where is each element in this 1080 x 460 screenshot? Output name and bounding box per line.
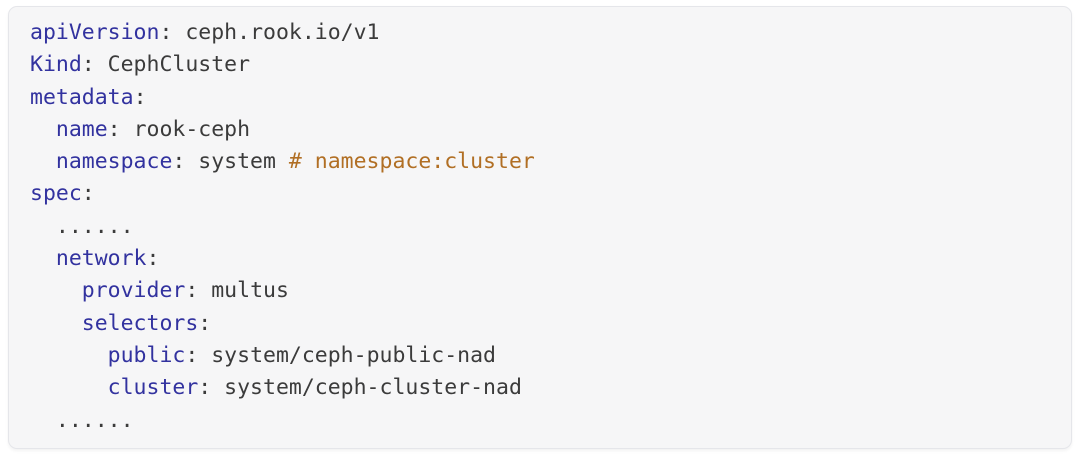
token-plain: : [107, 116, 134, 142]
code-line: provider: multus [30, 275, 1050, 307]
code-line: name: rook-ceph [30, 114, 1050, 146]
code-line: spec: [30, 178, 1050, 210]
token-key: Kind [30, 52, 82, 78]
token-key: public [107, 342, 186, 368]
code-line: ...... [30, 405, 1050, 437]
token-value: CephCluster [107, 52, 251, 78]
token-key: network [55, 246, 147, 272]
token-plain [30, 117, 56, 142]
token-plain: : [198, 310, 212, 336]
token-key: cluster [107, 375, 199, 401]
token-plain: : [146, 246, 160, 272]
token-value: multus [211, 278, 289, 304]
token-value: system/ceph-cluster-nad [224, 375, 522, 401]
token-plain [30, 375, 108, 400]
token-key: apiVersion [30, 20, 160, 45]
code-line: ...... [30, 211, 1050, 243]
token-plain: : [81, 52, 108, 78]
code-line: public: system/ceph-public-nad [30, 340, 1050, 372]
token-plain: : [81, 181, 95, 207]
token-plain [30, 246, 56, 271]
token-plain [30, 278, 82, 303]
token-plain: : [185, 342, 212, 368]
token-plain: : [172, 149, 199, 175]
token-key: provider [81, 278, 186, 304]
code-line: namespace: system # namespace:cluster [30, 146, 1050, 178]
token-value: ceph.rook.io/v1 [185, 20, 380, 45]
token-plain: : [133, 84, 147, 110]
token-key: namespace [55, 149, 173, 175]
code-line: selectors: [30, 308, 1050, 340]
token-key: spec [30, 181, 82, 207]
token-plain: : [185, 278, 212, 304]
token-plain [30, 343, 108, 368]
token-plain [30, 149, 56, 174]
token-comment: # namespace:cluster [288, 149, 535, 175]
token-key: selectors [81, 310, 199, 336]
token-value: system [198, 149, 289, 175]
token-plain: : [198, 375, 225, 401]
code-line: cluster: system/ceph-cluster-nad [30, 372, 1050, 404]
token-plain: ...... [30, 407, 134, 433]
token-key: metadata [30, 84, 134, 110]
code-line: apiVersion: ceph.rook.io/v1 [30, 17, 1050, 49]
token-value: system/ceph-public-nad [211, 342, 497, 368]
token-plain: ...... [30, 213, 134, 239]
code-line: network: [30, 243, 1050, 275]
code-line: metadata: [30, 82, 1050, 114]
token-key: name [55, 116, 108, 142]
token-plain: : [159, 20, 186, 45]
code-line: Kind: CephCluster [30, 49, 1050, 81]
token-value: rook-ceph [133, 116, 251, 142]
token-plain [30, 311, 82, 336]
